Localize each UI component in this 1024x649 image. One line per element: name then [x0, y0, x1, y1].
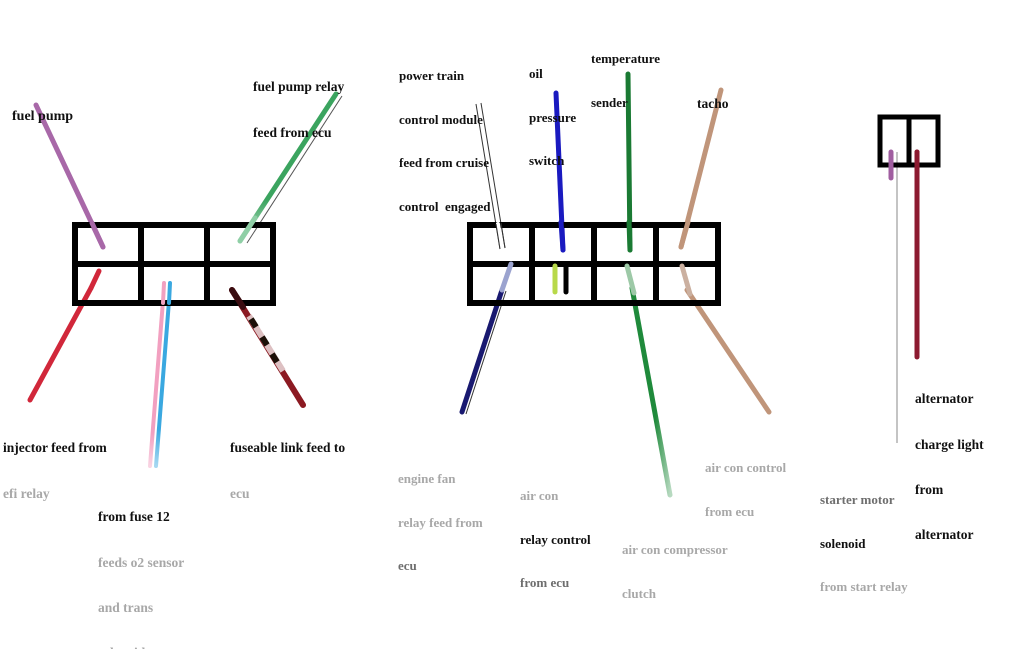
label-air-con-compressor-clutch: air con compressor clutch	[622, 542, 728, 601]
tacho-tip	[678, 219, 691, 250]
label-from-fuse-12: from fuse 12 feeds o2 sensor and trans s…	[98, 509, 185, 649]
label-air-con-relay-control: air con relay control from ecu	[520, 488, 591, 591]
power-train-tip-edge-a	[495, 223, 501, 250]
label-engine-fan-relay-feed: engine fan relay feed from ecu	[398, 471, 483, 574]
power-train-tip	[496, 222, 504, 250]
oil-pressure-tip	[558, 219, 566, 253]
label-tacho: tacho	[697, 96, 729, 112]
fuseable-link-tip	[229, 287, 246, 310]
label-fuel-pump-relay-feed: fuel pump relay feed from ecu	[253, 79, 345, 140]
engine-fan-relay-trace	[465, 290, 507, 415]
fuseable-link-dash-c	[269, 352, 280, 364]
engine-fan-relay-feed-wire	[459, 287, 505, 415]
fuseable-link-dash-b	[259, 335, 270, 347]
injector-feed-tip	[88, 268, 102, 291]
middle-relay-connector-block	[467, 222, 721, 306]
fuse-12-pink-wire	[148, 299, 165, 468]
injector-feed-wire	[27, 285, 94, 403]
label-oil-pressure-switch: oil pressure switch	[529, 66, 577, 169]
wire-tips-overlay	[88, 149, 920, 310]
label-fuseable-link-feed: fuseable link feed to ecu	[230, 440, 346, 501]
label-injector-feed: injector feed from efi relay	[3, 440, 107, 501]
label-air-con-control: air con control from ecu	[705, 460, 787, 519]
temperature-sender-tip	[626, 219, 633, 253]
label-alternator-charge-light: alternator charge light from alternator	[915, 391, 984, 543]
fuseable-link-stripe	[246, 314, 286, 373]
right-relay-connector-block	[877, 114, 941, 168]
connector-blocks	[72, 114, 941, 306]
compressor-clutch-tip	[624, 263, 637, 296]
left-relay-connector-block	[72, 222, 276, 306]
air-con-compressor-clutch-wire	[629, 285, 673, 498]
engine-fan-tip	[499, 261, 514, 293]
fuse-12-pink-tip	[161, 281, 166, 305]
fuse-12-blue-tip	[167, 281, 172, 305]
fuel-pump-wire-tip	[89, 220, 106, 250]
label-starter-motor-solenoid: starter motor solenoid from start relay	[820, 492, 908, 595]
fuseable-link-dash-a	[248, 317, 259, 329]
air-con-control-wire	[684, 287, 772, 415]
power-train-tip-edge-b	[500, 222, 506, 249]
air-con-control-tip	[679, 263, 693, 297]
right-wire-group	[888, 149, 920, 446]
label-power-train-control-module: power train control module feed from cru…	[399, 68, 491, 215]
fuseable-link-base-wire	[229, 287, 306, 408]
fuel-pump-relay-tip	[237, 215, 258, 244]
label-fuel-pump: fuel pump	[12, 109, 74, 125]
label-temperature-sender: temperature sender	[591, 51, 661, 110]
fuse-12-blue-wire	[154, 299, 171, 468]
